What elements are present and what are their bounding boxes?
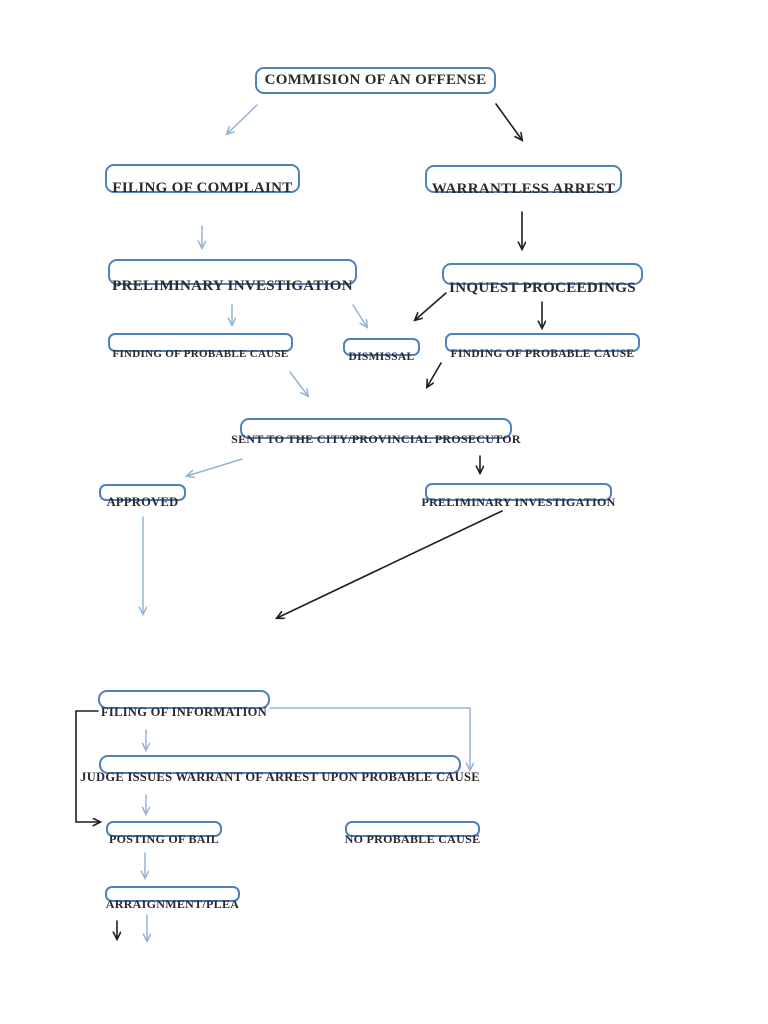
node-preliminary-investigation-2: PRELIMINARY INVESTIGATION	[421, 483, 615, 509]
node-box	[255, 67, 496, 94]
node-inquest-proceedings: INQUEST PROCEEDINGS	[442, 263, 643, 296]
node-label: ARRAIGNMENT/PLEA	[105, 897, 240, 911]
arrow-filing-info-left-elbow-to-posting-bail	[75, 710, 100, 822]
node-filing-of-information: FILING OF INFORMATION	[98, 690, 270, 719]
node-label: SENT TO THE CITY/PROVINCIAL PROSECUTOR	[231, 432, 521, 446]
node-box	[108, 259, 357, 285]
node-box	[345, 821, 480, 837]
node-label: INQUEST PROCEEDINGS	[449, 280, 636, 296]
node-label: POSTING OF BAIL	[108, 832, 220, 846]
node-label: APPROVED	[106, 495, 179, 509]
node-label: COMMISION OF AN OFFENSE	[264, 71, 487, 88]
node-label: PRELIMINARY INVESTIGATION	[112, 278, 353, 294]
node-label: FINDING OF PROBABLE CAUSE	[450, 348, 635, 360]
node-label: JUDGE ISSUES WARRANT OF ARREST UPON PROB…	[80, 770, 480, 784]
node-posting-of-bail: POSTING OF BAIL	[106, 821, 222, 846]
node-box	[445, 333, 640, 352]
node-box	[98, 690, 270, 709]
node-box	[240, 418, 512, 439]
node-box	[425, 165, 622, 193]
node-arraignment-plea: ARRAIGNMENT/PLEA	[105, 886, 240, 911]
arrow-inquest-to-dismissal	[415, 292, 447, 320]
node-box	[99, 755, 461, 774]
node-sent-to-city-provincial-prosecutor: SENT TO THE CITY/PROVINCIAL PROSECUTOR	[231, 418, 521, 446]
node-finding-probable-cause-right: FINDING OF PROBABLE CAUSE	[445, 333, 640, 360]
node-label: NO PROBABLE CAUSE	[344, 832, 481, 846]
arrow-finding-left-to-sent	[289, 371, 308, 396]
node-no-probable-cause: NO PROBABLE CAUSE	[345, 821, 480, 846]
node-box	[425, 483, 612, 501]
arrow-prelim1-to-dismissal	[352, 304, 367, 327]
arrow-prelim2-down-left	[277, 510, 503, 618]
node-label: PRELIMINARY INVESTIGATION	[421, 495, 616, 509]
node-warrantless-arrest: WARRANTLESS ARREST	[425, 165, 622, 197]
arrow-commission-to-filing-complaint	[227, 104, 258, 134]
node-box	[106, 821, 222, 837]
node-approved: APPROVED	[99, 484, 186, 509]
arrow-commission-to-warrantless	[495, 103, 522, 140]
node-preliminary-investigation-1: PRELIMINARY INVESTIGATION	[108, 259, 357, 294]
node-box	[343, 338, 420, 356]
node-dismissal: DISMISSAL	[343, 338, 420, 363]
arrow-sent-to-approved	[187, 458, 243, 476]
node-label: FINDING OF PROBABLE CAUSE	[112, 348, 289, 360]
node-label: DISMISSAL	[348, 351, 415, 363]
node-box	[442, 263, 643, 285]
node-judge-issues-warrant: JUDGE ISSUES WARRANT OF ARREST UPON PROB…	[80, 755, 480, 784]
node-box	[105, 164, 300, 193]
node-box	[105, 886, 240, 902]
node-box	[99, 484, 186, 501]
node-label: FILING OF INFORMATION	[100, 705, 268, 719]
arrow-filing-info-right-elbow	[269, 707, 470, 770]
node-box	[108, 333, 293, 352]
node-commission-of-an-offense: COMMISION OF AN OFFENSE	[255, 67, 496, 94]
node-label: FILING OF COMPLAINT	[112, 180, 293, 196]
arrow-finding-right-to-sent	[427, 362, 442, 387]
node-label: WARRANTLESS ARREST	[431, 181, 616, 197]
node-finding-probable-cause-left: FINDING OF PROBABLE CAUSE	[108, 333, 293, 360]
node-filing-of-complaint: FILING OF COMPLAINT	[105, 164, 300, 196]
